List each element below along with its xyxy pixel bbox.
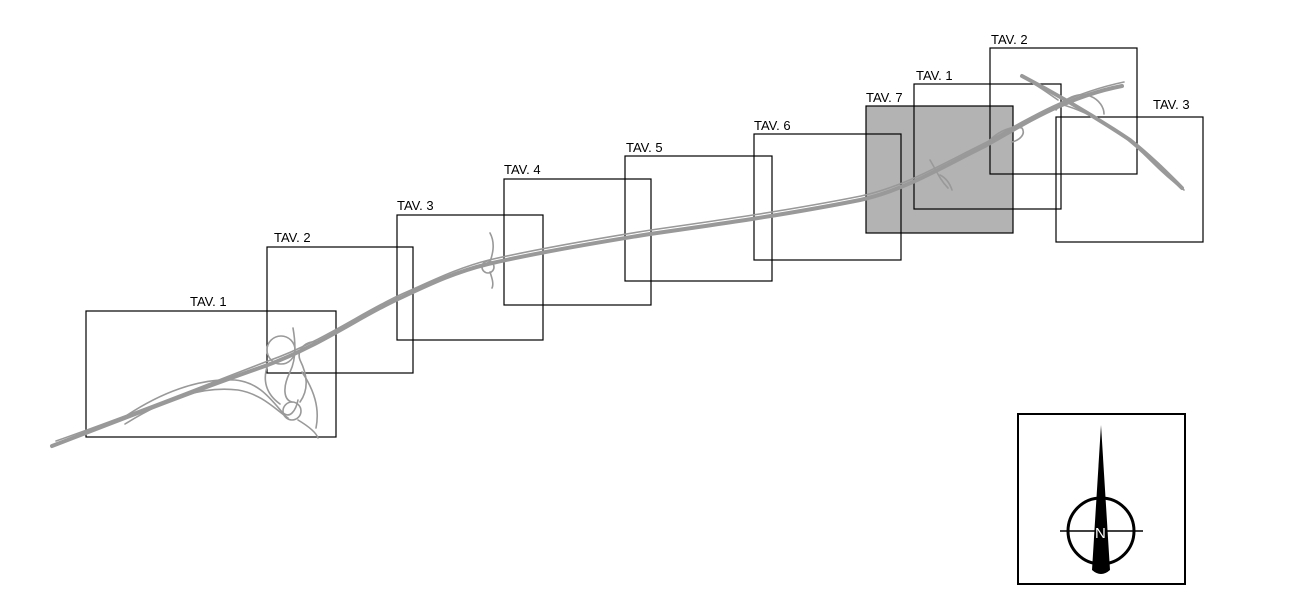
interchange-east	[929, 74, 1185, 191]
sheet-label-tav3: TAV. 3	[397, 198, 434, 213]
sheet-label-tav6: TAV. 6	[754, 118, 791, 133]
sheet-label-b-tav2: TAV. 2	[991, 32, 1028, 47]
main-road-edge	[55, 81, 1125, 442]
sheet-frame-tav4[interactable]	[503, 178, 652, 306]
north-arrow-icon: N	[1017, 413, 1186, 585]
sheet-label-b-tav3: TAV. 3	[1153, 97, 1190, 112]
sheet-frame-tav2[interactable]	[266, 246, 414, 374]
sheet-frame-b-tav2[interactable]	[989, 47, 1138, 175]
sheet-frame-tav3[interactable]	[396, 214, 544, 341]
sheet-label-tav5: TAV. 5	[626, 140, 663, 155]
junction-tav3-tav4	[481, 232, 495, 289]
sheet-label-b-tav1: TAV. 1	[916, 68, 953, 83]
sheet-label-tav2: TAV. 2	[274, 230, 311, 245]
sheet-label-tav4: TAV. 4	[504, 162, 541, 177]
sheet-frame-b-tav1[interactable]	[913, 83, 1062, 210]
sheet-label-tav1: TAV. 1	[190, 294, 227, 309]
sheet-frame-b-tav3[interactable]	[1055, 116, 1204, 243]
sheet-frame-tav5[interactable]	[624, 155, 773, 282]
interchange-west	[119, 327, 319, 439]
main-road	[50, 84, 1124, 448]
road-network	[50, 74, 1185, 448]
sheet-label-tav7: TAV. 7	[866, 90, 903, 105]
sheet-frame-tav6[interactable]	[753, 133, 902, 261]
north-letter: N	[1095, 525, 1106, 542]
sheet-frame-tav1[interactable]	[85, 310, 337, 438]
